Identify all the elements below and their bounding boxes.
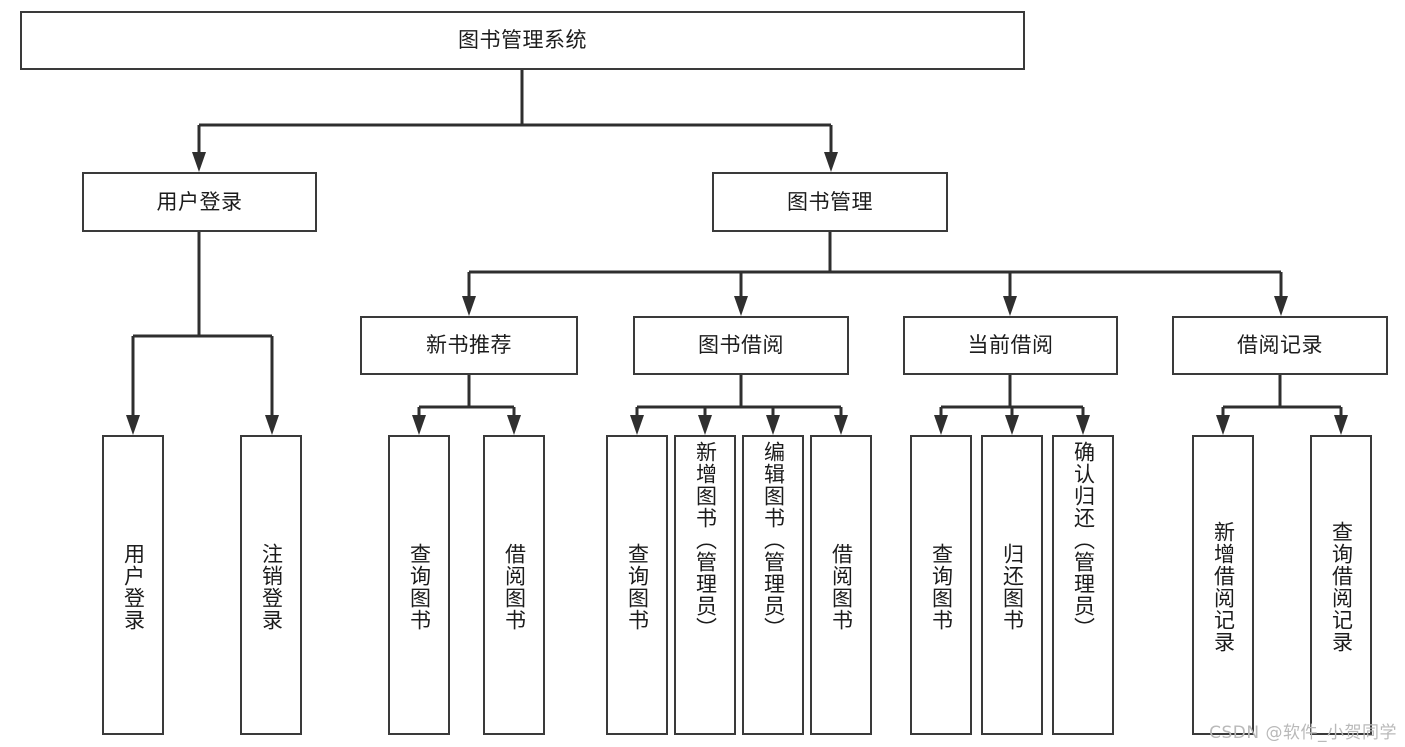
node-label: 查询图书 — [625, 543, 650, 631]
arrow-head-icon — [507, 415, 521, 435]
node-leaf-query-book-2[interactable]: 查询图书 — [606, 435, 668, 735]
node-label: 新书推荐 — [426, 333, 512, 357]
node-leaf-user-login[interactable]: 用户登录 — [102, 435, 164, 735]
node-current-borrow[interactable]: 当前借阅 — [903, 316, 1118, 375]
node-label: 新增图书（管理员） — [693, 441, 718, 639]
node-label: 用户登录 — [121, 543, 146, 631]
node-book-manage[interactable]: 图书管理 — [712, 172, 948, 232]
node-label: 借阅图书 — [829, 543, 854, 631]
arrow-head-icon — [126, 415, 140, 435]
node-leaf-return-book[interactable]: 归还图书 — [981, 435, 1043, 735]
node-label: 新增借阅记录 — [1211, 521, 1236, 653]
node-leaf-logout[interactable]: 注销登录 — [240, 435, 302, 735]
arrow-head-icon — [834, 415, 848, 435]
arrow-head-icon — [1334, 415, 1348, 435]
node-label: 图书管理系统 — [458, 28, 587, 52]
arrow-head-icon — [462, 296, 476, 316]
node-leaf-borrow-book-1[interactable]: 借阅图书 — [483, 435, 545, 735]
arrow-head-icon — [934, 415, 948, 435]
node-label: 借阅记录 — [1237, 333, 1323, 357]
arrow-head-icon — [824, 152, 838, 172]
watermark-text: CSDN @软件_小贺同学 — [1209, 723, 1397, 743]
node-label: 借阅图书 — [502, 543, 527, 631]
node-root[interactable]: 图书管理系统 — [20, 11, 1025, 70]
arrow-head-icon — [630, 415, 644, 435]
arrow-head-icon — [1274, 296, 1288, 316]
node-leaf-add-record[interactable]: 新增借阅记录 — [1192, 435, 1254, 735]
node-user-login[interactable]: 用户登录 — [82, 172, 317, 232]
node-label: 用户登录 — [156, 189, 243, 214]
node-label: 确认归还（管理员） — [1071, 441, 1096, 639]
node-borrow-record[interactable]: 借阅记录 — [1172, 316, 1388, 375]
node-leaf-confirm-return[interactable]: 确认归还（管理员） — [1052, 435, 1114, 735]
node-label: 图书借阅 — [698, 333, 784, 357]
arrow-head-icon — [265, 415, 279, 435]
node-leaf-query-book-3[interactable]: 查询图书 — [910, 435, 972, 735]
arrow-head-icon — [1003, 296, 1017, 316]
node-label: 编辑图书（管理员） — [761, 441, 786, 639]
arrow-head-icon — [1216, 415, 1230, 435]
node-label: 图书管理 — [787, 189, 873, 214]
node-leaf-query-book-1[interactable]: 查询图书 — [388, 435, 450, 735]
arrow-head-icon — [1005, 415, 1019, 435]
node-leaf-add-book[interactable]: 新增图书（管理员） — [674, 435, 736, 735]
node-label: 查询借阅记录 — [1329, 521, 1354, 653]
node-book-borrow[interactable]: 图书借阅 — [633, 316, 849, 375]
arrow-head-icon — [698, 415, 712, 435]
arrow-head-icon — [766, 415, 780, 435]
arrow-head-icon — [1076, 415, 1090, 435]
node-leaf-query-record[interactable]: 查询借阅记录 — [1310, 435, 1372, 735]
node-label: 查询图书 — [407, 543, 432, 631]
node-label: 当前借阅 — [967, 333, 1054, 357]
arrow-head-icon — [734, 296, 748, 316]
node-leaf-edit-book[interactable]: 编辑图书（管理员） — [742, 435, 804, 735]
arrow-head-icon — [192, 152, 206, 172]
node-new-book-recommend[interactable]: 新书推荐 — [360, 316, 578, 375]
node-label: 查询图书 — [929, 543, 954, 631]
node-label: 注销登录 — [259, 543, 284, 631]
node-leaf-borrow-book-2[interactable]: 借阅图书 — [810, 435, 872, 735]
arrow-head-icon — [412, 415, 426, 435]
node-label: 归还图书 — [1000, 543, 1025, 631]
